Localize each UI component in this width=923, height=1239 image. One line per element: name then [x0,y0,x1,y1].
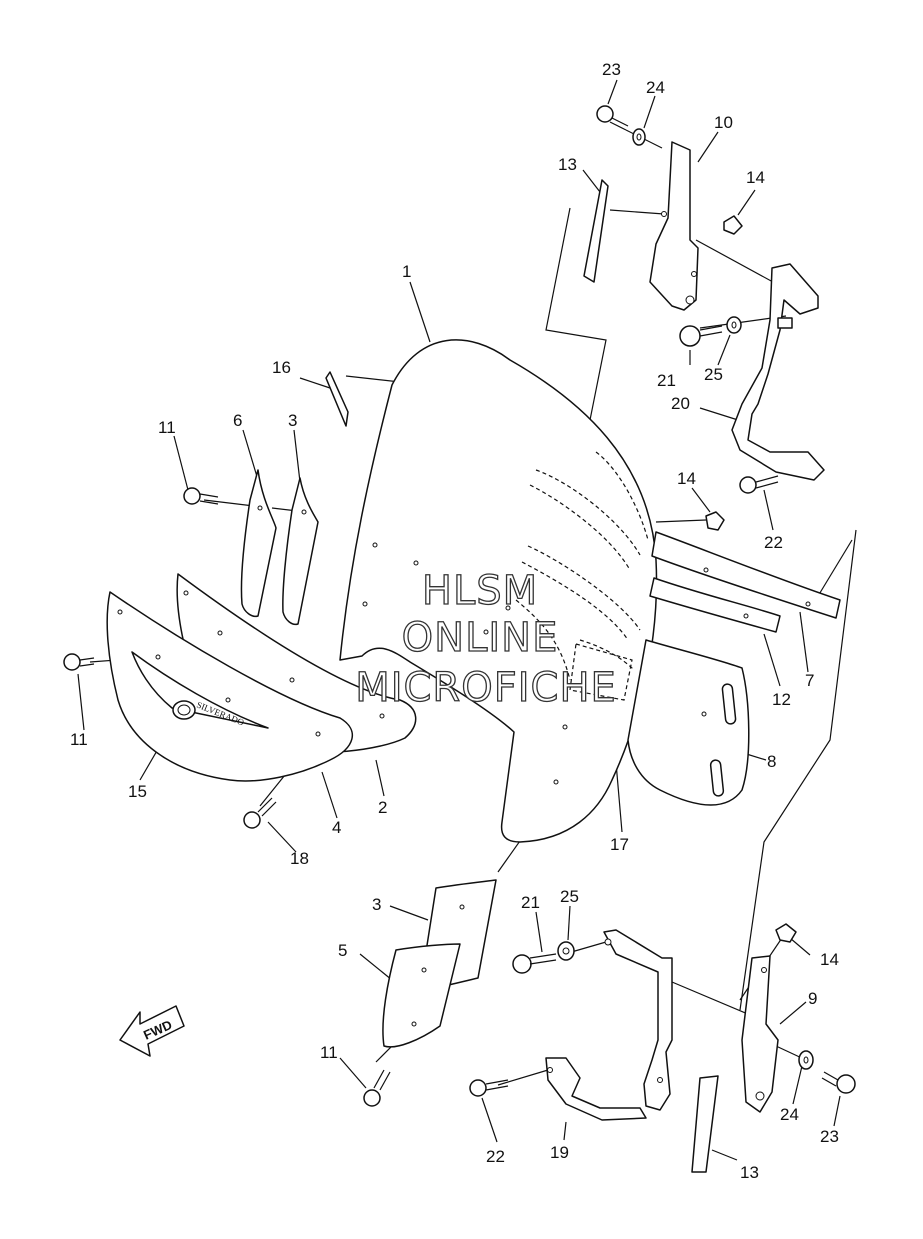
callout-21: 21 [657,371,676,390]
nut-14-upper [723,215,743,235]
callout-20: 20 [671,394,690,413]
bolt-21-upper [679,325,723,347]
callout-13: 13 [740,1163,759,1182]
callout-8: 8 [767,752,776,771]
callout-9: 9 [808,989,817,1008]
callout-24: 24 [780,1105,799,1124]
callout-19: 19 [550,1143,569,1162]
bracket-20 [731,263,825,481]
callout-25: 25 [560,887,579,906]
callout-22: 22 [764,533,783,552]
callout-3: 3 [288,411,297,430]
callout-7: 7 [805,671,814,690]
washer-24-upper [632,128,646,146]
callout-18: 18 [290,849,309,868]
callout-4: 4 [332,818,341,837]
mount-panel-3-upper [282,477,319,626]
strip-12 [649,577,781,633]
mount-panel-5 [382,943,461,1048]
nut-14-lower [775,923,797,943]
bolt-23-lower [821,1071,856,1094]
bolt-22-lower [469,1079,509,1097]
callout-14: 14 [677,469,696,488]
callout-11: 11 [70,730,88,749]
bolt-21-lower [512,953,557,974]
callout-3: 3 [372,895,381,914]
callout-16: 16 [272,358,291,377]
panel-17 [569,643,633,701]
arrow-left-icon [119,1005,185,1057]
callout-21: 21 [521,893,540,912]
bolt-22-upper [739,475,779,494]
callout-22: 22 [486,1147,505,1166]
bracket-10 [649,141,699,311]
screw-11-upper [183,487,219,505]
plate-13-upper [583,179,609,283]
washer-24-lower [798,1050,814,1070]
bolt-23-upper [596,105,629,131]
watermark: HLSM ONLINE MICROFICHE [355,567,617,711]
panel-8 [627,639,750,806]
windshield [339,339,658,843]
lower-panel-4 [106,591,354,782]
strip-7 [651,531,841,619]
callout-14: 14 [746,168,765,187]
screw-11-lower [363,1069,391,1107]
plate-13-lower [691,1075,719,1173]
callout-2: 2 [378,798,387,817]
fwd-arrow: FWD [119,1005,185,1057]
watermark-line-1: HLSM [422,568,538,614]
callout-13: 13 [558,155,577,174]
screw-18 [243,797,277,829]
washer-25-lower [557,941,575,961]
screw-11-left [63,653,95,671]
callout-15: 15 [128,782,147,801]
washer-25-upper [726,316,742,334]
callout-labels: 1 2 3 3 4 5 6 7 8 9 10 11 11 11 12 13 13… [70,60,839,1182]
sticker-16 [325,371,349,427]
callout-12: 12 [772,690,791,709]
bracket-9 [741,955,779,1113]
nut-14-middle [705,511,725,531]
callout-5: 5 [338,941,347,960]
watermark-line-3: MICROFICHE [355,665,617,711]
callout-1: 1 [402,262,411,281]
callout-11: 11 [320,1043,338,1062]
callout-17: 17 [610,835,629,854]
mount-panel-6 [240,469,277,618]
callout-6: 6 [233,411,242,430]
bracket-19 [545,929,673,1121]
callout-10: 10 [714,113,733,132]
callout-25: 25 [704,365,723,384]
callout-24: 24 [646,78,665,97]
callout-23: 23 [602,60,621,79]
callout-14: 14 [820,950,839,969]
callout-11: 11 [158,418,176,437]
callout-23: 23 [820,1127,839,1146]
watermark-line-2: ONLINE [402,615,559,661]
